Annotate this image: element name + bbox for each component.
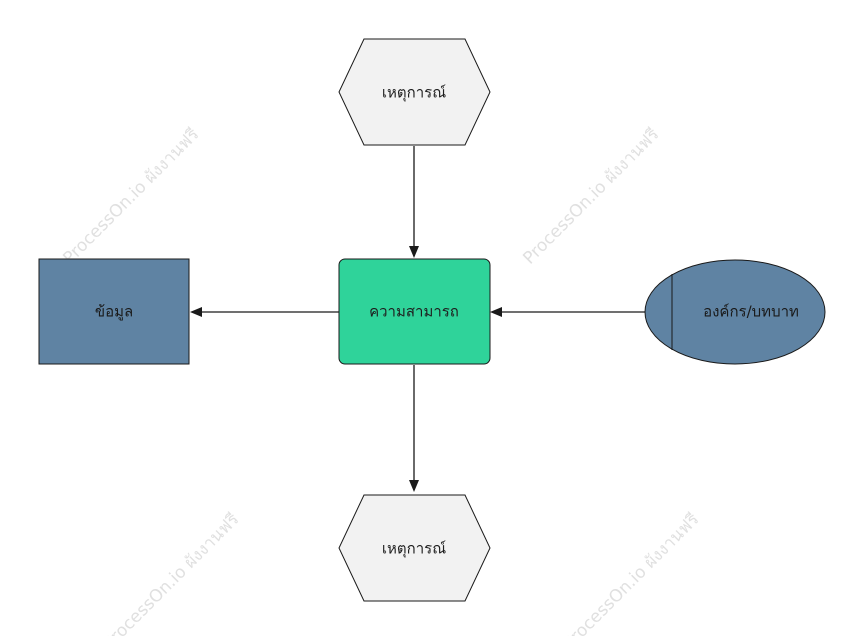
org-role-label: องค์กร/บทบาท xyxy=(703,303,799,321)
data-label: ข้อมูล xyxy=(95,303,133,321)
ellipse-shape xyxy=(644,259,826,365)
hexagon-shape xyxy=(338,494,491,602)
capability-label: ความสามารถ xyxy=(369,303,459,321)
event-bottom-label: เหตุการณ์ xyxy=(382,540,446,559)
watermark-text: ProcessOn.io ผังงานฟรี xyxy=(99,510,243,636)
rect-shape xyxy=(38,258,190,365)
capability-node[interactable]: ความสามารถ xyxy=(338,258,491,365)
hexagon-shape xyxy=(338,38,491,146)
event-top-label: เหตุการณ์ xyxy=(382,84,446,103)
data-node[interactable]: ข้อมูล xyxy=(38,258,190,365)
watermark-text: ProcessOn.io ผังงานฟรี xyxy=(559,510,703,636)
org-role-node[interactable]: องค์กร/บทบาท xyxy=(644,259,826,365)
edges xyxy=(190,146,645,492)
rounded-rect-shape xyxy=(338,258,491,365)
watermark-text: ProcessOn.io ผังงานฟรี xyxy=(59,125,203,269)
watermark-text: ProcessOn.io ผังงานฟรี xyxy=(519,125,663,269)
event-node-bottom[interactable]: เหตุการณ์ xyxy=(338,494,491,602)
event-node-top[interactable]: เหตุการณ์ xyxy=(338,38,491,146)
